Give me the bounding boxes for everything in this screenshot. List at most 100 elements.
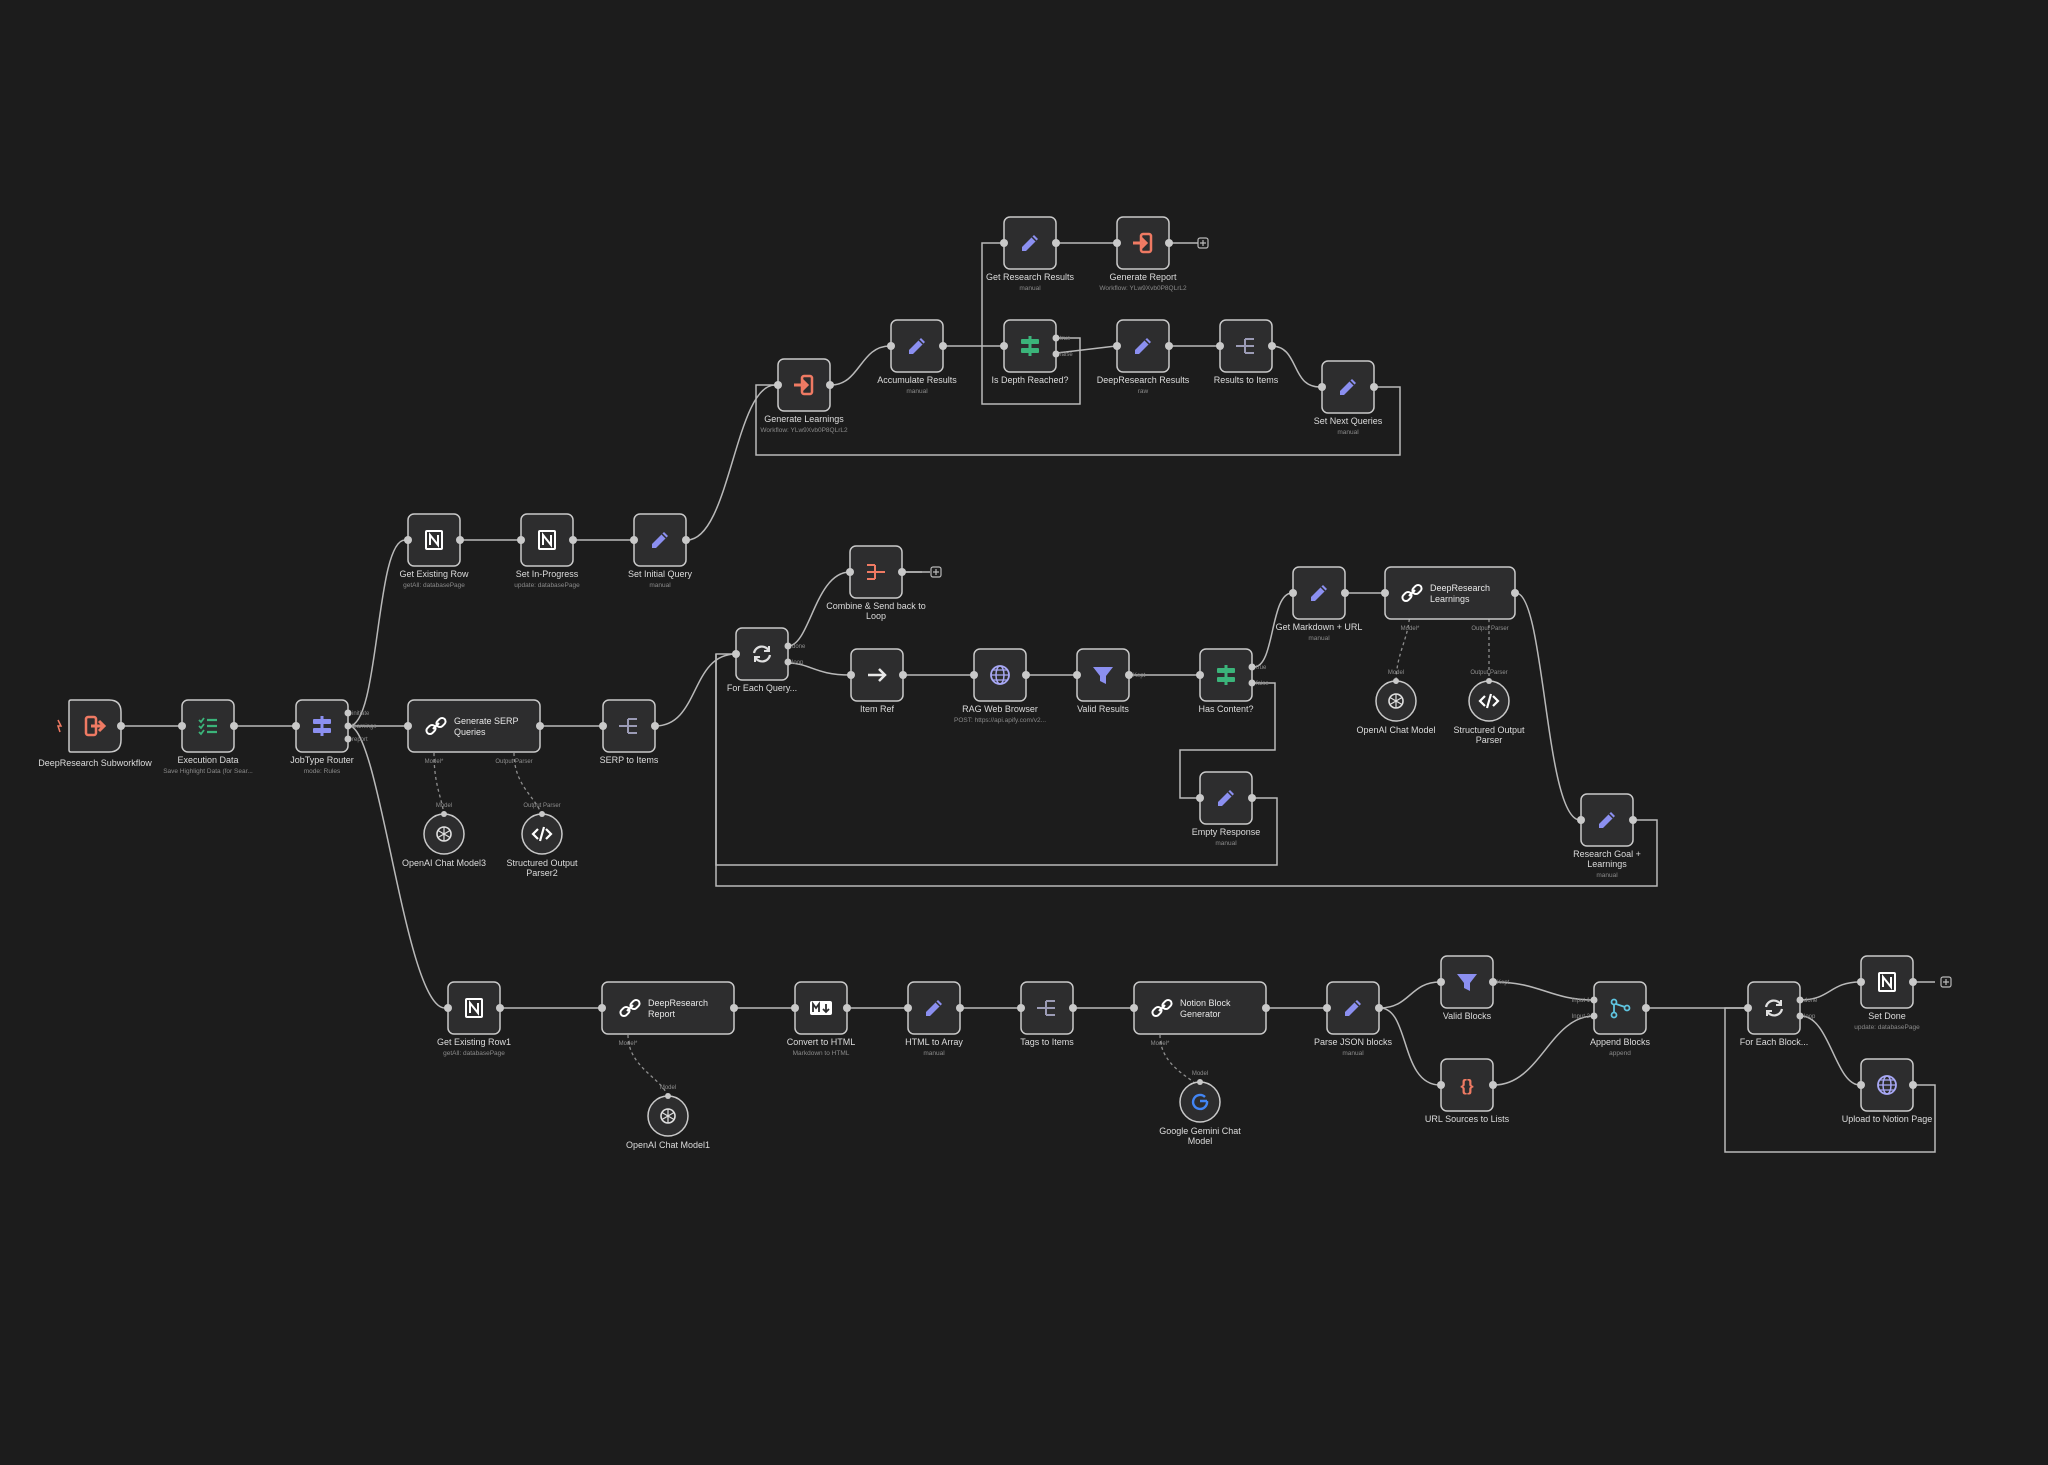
node-notion-block-generator[interactable]: Notion Block Generator Model* bbox=[1130, 981, 1270, 1047]
braces-icon bbox=[1460, 1076, 1474, 1095]
node-label: Valid Blocks bbox=[1443, 1011, 1492, 1021]
node-label-line1: Notion Block bbox=[1180, 998, 1231, 1008]
node-google-gemini-chat-model[interactable]: Model Google Gemini Chat Model bbox=[1159, 1071, 1241, 1146]
node-get-markdown-url[interactable]: Get Markdown + URL manual bbox=[1276, 566, 1363, 642]
port-label-loop: loop bbox=[792, 660, 804, 666]
node-execution-data[interactable]: Execution Data Save Highlight Data (for … bbox=[163, 699, 253, 775]
node-get-research-results[interactable]: Get Research Results manual bbox=[986, 216, 1075, 292]
node-subtitle: manual bbox=[1308, 635, 1330, 642]
port-label-model: Model bbox=[1388, 670, 1404, 676]
node-has-content[interactable]: true false Has Content? bbox=[1196, 648, 1269, 714]
node-openai-chat-model3[interactable]: Model OpenAI Chat Model3 bbox=[402, 803, 486, 868]
node-combine-send-back[interactable]: Combine & Send back to Loop bbox=[826, 545, 942, 621]
node-label-line2: Queries bbox=[454, 727, 486, 737]
node-structured-output-parser2[interactable]: Output Parser Structured Output Parser2 bbox=[506, 803, 578, 878]
node-subtitle: manual bbox=[1337, 429, 1359, 436]
node-label: Convert to HTML bbox=[787, 1037, 856, 1047]
edges bbox=[121, 242, 1936, 1153]
node-deepresearch-learnings[interactable]: DeepResearch Learnings Model* Output Par… bbox=[1381, 566, 1519, 632]
node-deepresearch-results[interactable]: DeepResearch Results raw bbox=[1097, 319, 1190, 395]
node-convert-to-html[interactable]: Convert to HTML Markdown to HTML bbox=[787, 981, 856, 1057]
node-label-line2: Loop bbox=[866, 611, 886, 621]
add-node-icon[interactable] bbox=[930, 566, 942, 578]
node-is-depth-reached[interactable]: true false Is Depth Reached? bbox=[991, 319, 1073, 385]
node-for-each-block[interactable]: done loop For Each Block... bbox=[1740, 981, 1818, 1047]
node-label: Accumulate Results bbox=[877, 375, 957, 385]
node-label: Results to Items bbox=[1214, 375, 1279, 385]
port-label-input1: Input 1 bbox=[1572, 998, 1591, 1004]
node-label: SERP to Items bbox=[600, 755, 659, 765]
node-label-line1: Research Goal + bbox=[1573, 849, 1641, 859]
node-set-in-progress[interactable]: Set In-Progress update: databasePage bbox=[514, 513, 580, 589]
add-node-icon[interactable] bbox=[1197, 237, 1209, 249]
node-generate-report[interactable]: Generate Report Workflow: YLw9Xvb0P8QLrL… bbox=[1099, 216, 1209, 292]
node-jobtype-router[interactable]: initiate learnings report JobType Router… bbox=[290, 699, 376, 775]
port-label-output-parser: Output Parser bbox=[495, 759, 532, 765]
node-for-each-query[interactable]: done loop For Each Query... bbox=[727, 627, 806, 693]
node-deepresearch-report[interactable]: DeepResearch Report Model* bbox=[598, 981, 738, 1047]
port-label-model: Model* bbox=[1151, 1041, 1170, 1047]
node-generate-serp-queries[interactable]: Generate SERP Queries Model* Output Pars… bbox=[404, 699, 544, 765]
node-openai-chat-model[interactable]: Model OpenAI Chat Model bbox=[1356, 670, 1435, 735]
nodes: DeepResearch Subworkflow Execution Data … bbox=[38, 216, 1952, 1150]
node-set-done[interactable]: Set Done update: databasePage bbox=[1854, 955, 1952, 1031]
node-valid-blocks[interactable]: Kept Valid Blocks bbox=[1437, 955, 1510, 1021]
node-serp-to-items[interactable]: SERP to Items bbox=[599, 699, 659, 765]
node-set-initial-query[interactable]: Set Initial Query manual bbox=[628, 513, 693, 589]
node-label: URL Sources to Lists bbox=[1425, 1114, 1510, 1124]
node-tags-to-items[interactable]: Tags to Items bbox=[1017, 981, 1077, 1047]
node-subtitle: manual bbox=[1019, 285, 1041, 292]
node-html-to-array[interactable]: HTML to Array manual bbox=[904, 981, 964, 1057]
node-label: Set In-Progress bbox=[516, 569, 579, 579]
port-label-model: Model bbox=[1192, 1071, 1208, 1077]
node-research-goal-learnings[interactable]: Research Goal + Learnings manual bbox=[1573, 793, 1641, 879]
add-node-icon[interactable] bbox=[1940, 976, 1952, 988]
node-rag-web-browser[interactable]: RAG Web Browser POST: https://api.apify.… bbox=[954, 648, 1046, 724]
node-structured-output-parser[interactable]: Output Parser Structured Output Parser bbox=[1453, 670, 1525, 745]
node-subtitle: Workflow: YLw9Xvb0P8QLrL2 bbox=[1099, 285, 1187, 292]
node-subtitle: mode: Rules bbox=[304, 768, 341, 775]
port-label-kept: Kept bbox=[1497, 980, 1510, 986]
node-label: DeepResearch Subworkflow bbox=[38, 758, 152, 768]
lightning-icon bbox=[56, 719, 63, 733]
node-label: Tags to Items bbox=[1020, 1037, 1074, 1047]
node-item-ref[interactable]: Item Ref bbox=[847, 648, 907, 714]
node-label: OpenAI Chat Model bbox=[1356, 725, 1435, 735]
node-valid-results[interactable]: Kept Valid Results bbox=[1073, 648, 1146, 714]
node-generate-learnings[interactable]: Generate Learnings Workflow: YLw9Xvb0P8Q… bbox=[760, 358, 848, 434]
node-url-sources-to-lists[interactable]: URL Sources to Lists bbox=[1425, 1058, 1510, 1124]
node-label: Empty Response bbox=[1192, 827, 1261, 837]
node-accumulate-results[interactable]: Accumulate Results manual bbox=[877, 319, 957, 395]
node-label: JobType Router bbox=[290, 755, 354, 765]
port-label-done: done bbox=[1804, 998, 1818, 1004]
node-get-existing-row[interactable]: Get Existing Row getAll: databasePage bbox=[399, 513, 469, 589]
node-set-next-queries[interactable]: Set Next Queries manual bbox=[1314, 360, 1383, 436]
node-empty-response[interactable]: Empty Response manual bbox=[1192, 771, 1261, 847]
notion-icon bbox=[1877, 971, 1897, 993]
node-label-line1: Google Gemini Chat bbox=[1159, 1126, 1241, 1136]
node-openai-chat-model1[interactable]: Model OpenAI Chat Model1 bbox=[626, 1085, 710, 1150]
node-label: Get Research Results bbox=[986, 272, 1075, 282]
node-label: DeepResearch Results bbox=[1097, 375, 1190, 385]
node-label: Append Blocks bbox=[1590, 1037, 1651, 1047]
node-trigger[interactable]: DeepResearch Subworkflow bbox=[38, 699, 152, 768]
checklist-icon bbox=[197, 716, 219, 736]
port-label-model: Model* bbox=[1401, 626, 1420, 632]
node-label: OpenAI Chat Model3 bbox=[402, 858, 486, 868]
node-get-existing-row1[interactable]: Get Existing Row1 getAll: databasePage bbox=[437, 981, 511, 1057]
node-subtitle: getAll: databasePage bbox=[443, 1050, 505, 1057]
port-label-output-parser: Output Parser bbox=[1471, 626, 1508, 632]
node-label-line2: Learnings bbox=[1430, 594, 1470, 604]
node-parse-json-blocks[interactable]: Parse JSON blocks manual bbox=[1314, 981, 1393, 1057]
node-label: Item Ref bbox=[860, 704, 895, 714]
node-subtitle: Workflow: YLw9Xvb0P8QLrL2 bbox=[760, 427, 848, 434]
node-subtitle: raw bbox=[1138, 388, 1149, 395]
node-label: OpenAI Chat Model1 bbox=[626, 1140, 710, 1150]
node-label: Execution Data bbox=[177, 755, 238, 765]
node-subtitle: append bbox=[1609, 1050, 1631, 1057]
node-upload-to-notion-page[interactable]: Upload to Notion Page bbox=[1842, 1058, 1933, 1124]
node-results-to-items[interactable]: Results to Items bbox=[1214, 319, 1279, 385]
node-append-blocks[interactable]: Input 1 Input 2 Append Blocks append bbox=[1572, 981, 1651, 1057]
node-label: Has Content? bbox=[1198, 704, 1253, 714]
node-label: Get Existing Row bbox=[399, 569, 469, 579]
